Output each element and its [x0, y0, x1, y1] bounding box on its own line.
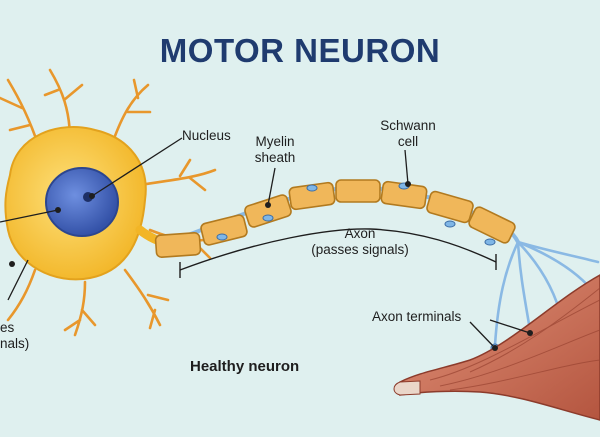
schwann-nuclei — [216, 182, 496, 246]
axon-label-line2: (passes signals) — [311, 242, 409, 257]
myelin-sheath-label: Myelin sheath — [244, 134, 306, 166]
diagram-title: MOTOR NEURON — [159, 32, 441, 69]
caption: Healthy neuron — [190, 358, 300, 375]
schwann-cell-label: Schwann cell — [370, 118, 446, 150]
nucleus-label: Nucleus — [182, 128, 231, 143]
schwann-label-line2: cell — [397, 134, 419, 149]
myelin-label-line1: Myelin — [255, 134, 295, 149]
myelin-sheath — [154, 179, 516, 258]
leader-lines — [0, 137, 531, 349]
dendrites-label: es nals) — [0, 320, 29, 352]
nucleus — [45, 167, 119, 237]
dendrites-label-line1: es — [0, 320, 15, 335]
dendrites-label-line2: nals) — [0, 336, 30, 351]
myelin-label-line2: sheath — [254, 150, 296, 165]
axon-terminals-label: Axon terminals — [372, 309, 462, 324]
axon-label: Axon (passes signals) — [300, 226, 420, 258]
schwann-label-line1: Schwann — [380, 118, 436, 133]
axon-label-line1: Axon — [344, 226, 376, 241]
axon-brace — [179, 228, 497, 271]
